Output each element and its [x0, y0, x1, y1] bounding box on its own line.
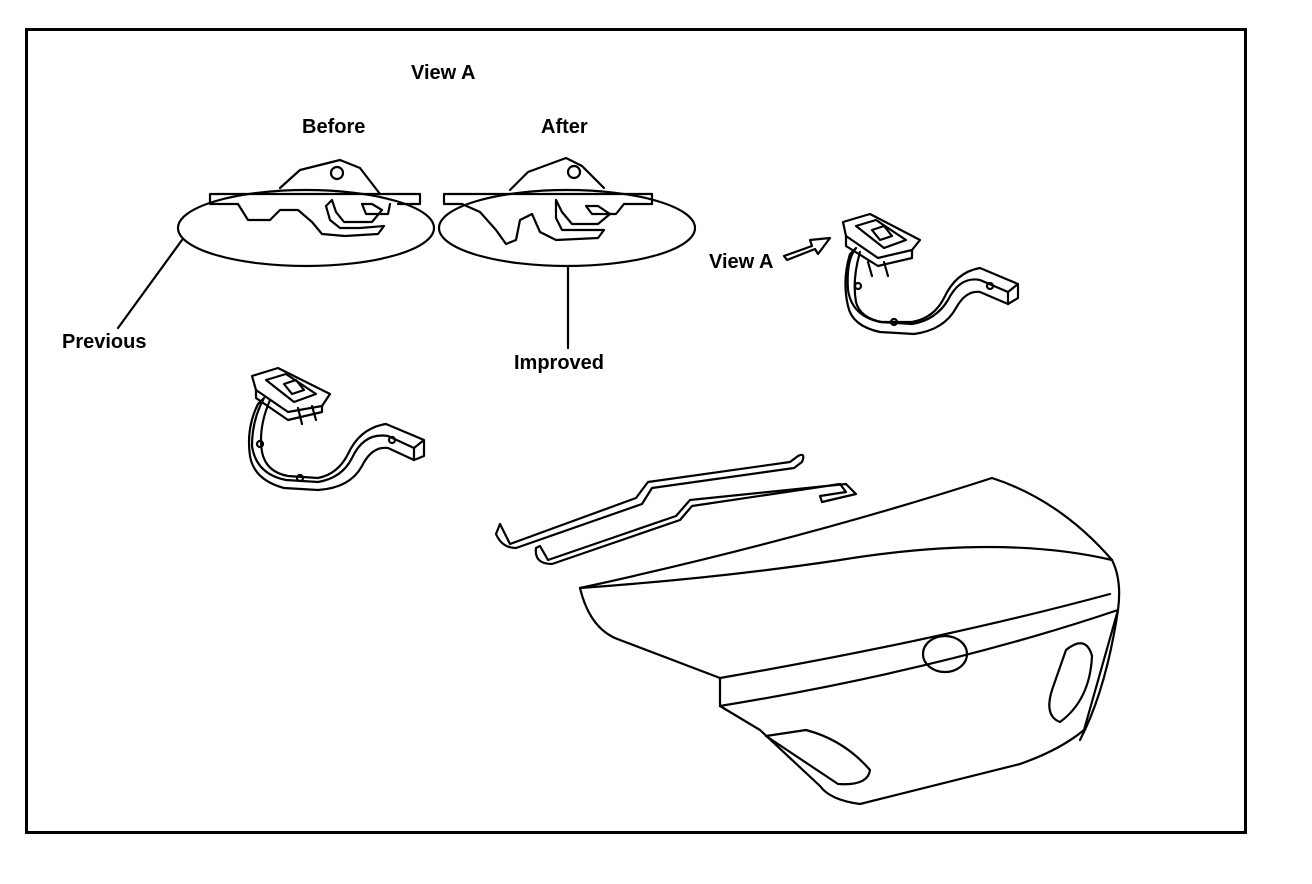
after-profile [460, 198, 626, 246]
view-a-arrow-label: View A [709, 251, 774, 273]
previous-label: Previous [62, 331, 147, 353]
before-plate-hole [329, 165, 345, 181]
left-hinge [247, 366, 426, 492]
after-label: After [541, 116, 588, 138]
left-hinge-arm [247, 396, 416, 492]
view-a-title: View A [411, 62, 476, 84]
trunk-left-light-recess [764, 728, 872, 786]
after-ellipse [437, 188, 697, 268]
right-hinge [841, 212, 1020, 336]
diagram-frame [25, 28, 1247, 834]
view-a-arrow-icon [782, 236, 832, 262]
trunk-emblem [921, 634, 969, 674]
after-plate [508, 156, 606, 192]
trunk-right-light-recess [1048, 642, 1094, 724]
trunk-lid-outline [578, 476, 1114, 590]
left-hinge-plate [250, 366, 332, 414]
before-plate [278, 158, 382, 196]
before-profile [236, 198, 392, 238]
improved-label: Improved [514, 352, 605, 374]
torsion-bar-upper [494, 453, 805, 550]
before-label: Before [302, 116, 366, 138]
trunk-lid [578, 476, 1121, 806]
torsion-bars [494, 453, 858, 566]
before-ellipse [176, 188, 436, 268]
before-detail [176, 158, 436, 268]
after-plate-hole [566, 164, 582, 180]
previous-leader-line [116, 238, 184, 330]
after-detail [437, 156, 697, 268]
torsion-bar-lower [534, 482, 858, 566]
